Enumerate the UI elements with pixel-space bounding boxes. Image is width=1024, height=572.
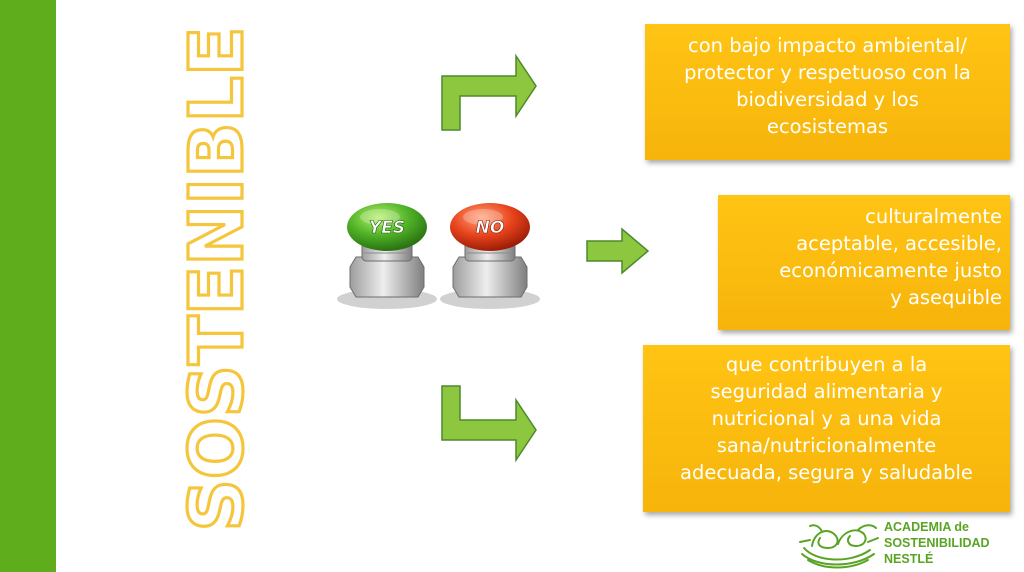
- box-line: con bajo impacto ambiental/: [688, 34, 967, 57]
- box-food-security: que contribuyen a la seguridad alimentar…: [643, 345, 1010, 512]
- box-cultural-economic: culturalmente aceptable, accesible, econ…: [718, 195, 1010, 330]
- no-label: NO: [476, 218, 505, 238]
- nestle-nest-logo-icon: [799, 524, 879, 569]
- box-line: culturalmente: [865, 205, 1002, 228]
- box-line: adecuada, segura y saludable: [680, 461, 973, 484]
- no-button: NO: [450, 203, 530, 298]
- box-environmental-impact: con bajo impacto ambiental/ protector y …: [645, 24, 1010, 160]
- yes-button: YES: [347, 203, 427, 298]
- box-line: económicamente justo: [779, 259, 1002, 282]
- logo-line: SOSTENIBILIDAD: [884, 536, 990, 550]
- green-side-bar: [0, 0, 56, 572]
- academia-logo-text: ACADEMIA de SOSTENIBILIDAD NESTLÉ: [884, 519, 1024, 567]
- box-line: aceptable, accesible,: [796, 232, 1002, 255]
- title-text: SOSTENIBLE: [178, 27, 248, 532]
- box-line: protector y respetuoso con la: [684, 61, 971, 84]
- box-line: biodiversidad y los: [736, 88, 919, 111]
- box-line: que contribuyen a la: [725, 353, 928, 376]
- box-line: y asequible: [890, 286, 1002, 309]
- vertical-title: SOSTENIBLE: [178, 25, 248, 533]
- box-line: sana/nutricionalmente: [716, 434, 937, 457]
- yes-no-buttons-illustration: YES NO: [337, 203, 540, 309]
- bent-arrow-up-right: [441, 53, 537, 131]
- logo-line: ACADEMIA de: [884, 520, 969, 534]
- box-line: nutricional y a una vida: [711, 407, 942, 430]
- bent-arrow-down-right: [441, 385, 537, 463]
- straight-arrow-right: [586, 227, 650, 275]
- box-line: ecosistemas: [766, 115, 889, 138]
- yes-label: YES: [369, 218, 405, 238]
- box-line: seguridad alimentaria y: [710, 380, 943, 403]
- logo-line: NESTLÉ: [884, 552, 934, 566]
